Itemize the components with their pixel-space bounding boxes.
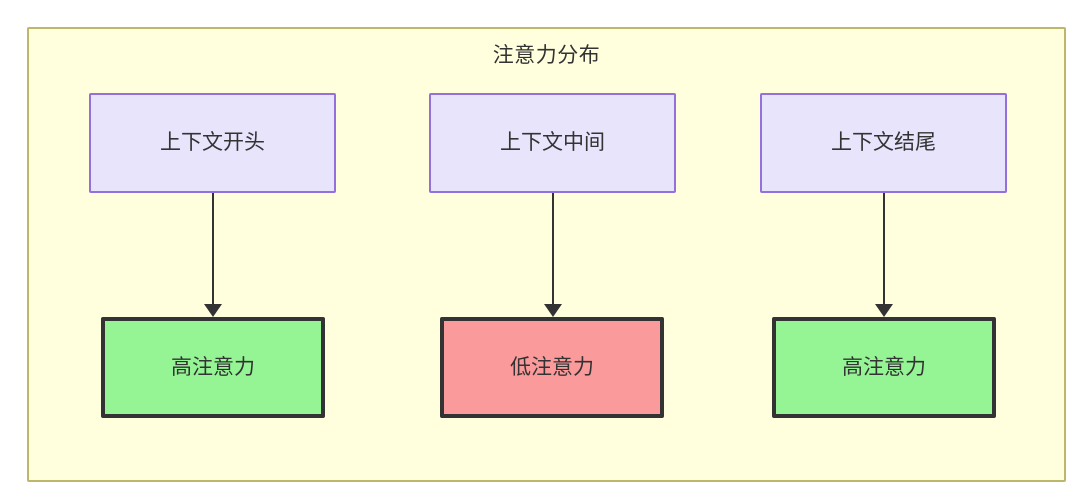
node-high-attention-end-label: 高注意力: [842, 355, 926, 379]
node-context-start[interactable]: 上下文开头: [89, 93, 336, 193]
node-high-attention-start-label: 高注意力: [171, 355, 255, 379]
node-context-middle-label: 上下文中间: [500, 131, 605, 154]
edge-context-middle-to-low-attention: [544, 193, 562, 317]
node-high-attention-start[interactable]: 高注意力: [101, 317, 325, 418]
node-context-start-label: 上下文开头: [160, 131, 265, 154]
subgraph-title: 注意力分布: [492, 44, 601, 67]
node-context-end[interactable]: 上下文结尾: [760, 93, 1007, 193]
arrow-head-icon: [544, 304, 562, 317]
node-low-attention-middle-label: 低注意力: [510, 355, 594, 379]
node-context-middle[interactable]: 上下文中间: [429, 93, 676, 193]
edge-context-start-to-high-attention: [204, 193, 222, 317]
node-context-end-label: 上下文结尾: [831, 131, 936, 154]
arrow-head-icon: [204, 304, 222, 317]
node-high-attention-end[interactable]: 高注意力: [772, 317, 996, 418]
arrow-head-icon: [875, 304, 893, 317]
node-low-attention-middle[interactable]: 低注意力: [440, 317, 664, 418]
edge-context-end-to-high-attention: [875, 193, 893, 317]
